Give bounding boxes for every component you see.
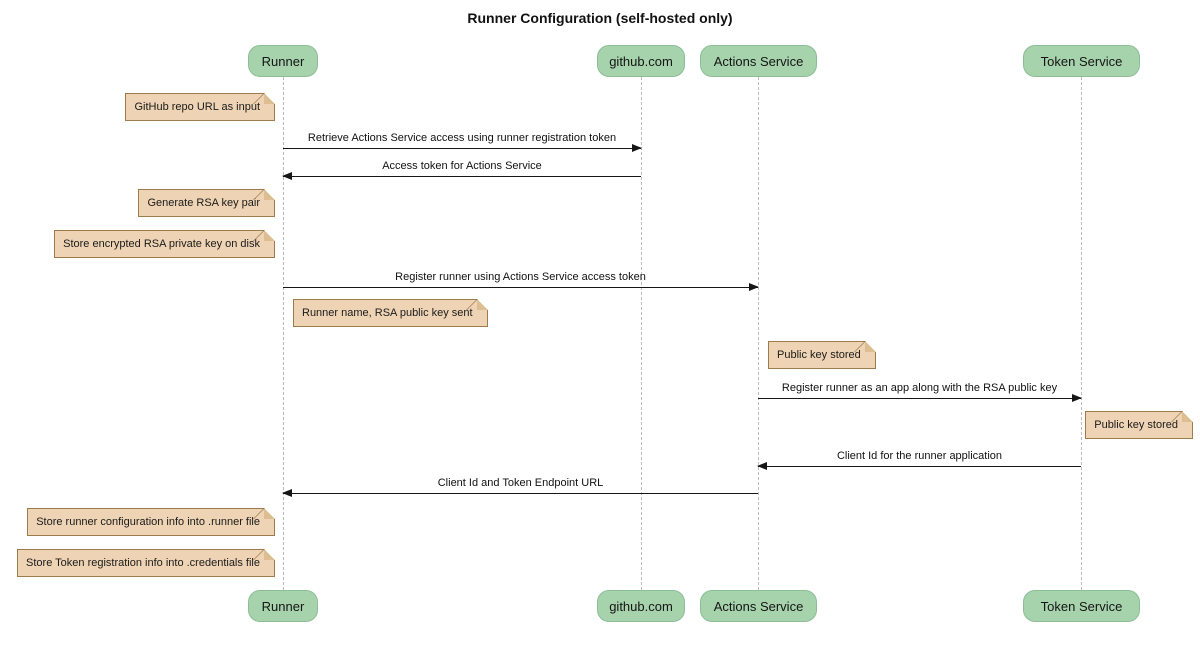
message-access-token: Access token for Actions Service bbox=[282, 159, 641, 180]
message-line bbox=[282, 489, 758, 497]
note-runner-name-public-key: Runner name, RSA public key sent bbox=[293, 299, 488, 327]
note-text: GitHub repo URL as input bbox=[134, 101, 260, 113]
diagram-title: Runner Configuration (self-hosted only) bbox=[467, 10, 733, 26]
note-store-runner-file: Store runner configuration info into .ru… bbox=[27, 508, 275, 536]
note-generate-rsa-key-pair: Generate RSA key pair bbox=[138, 189, 275, 217]
participant-runner-top: Runner bbox=[248, 45, 318, 77]
arrow-left-icon bbox=[282, 172, 292, 180]
participant-github-com-top: github.com bbox=[597, 45, 685, 77]
participant-token-service-top: Token Service bbox=[1023, 45, 1140, 77]
arrow-right-icon bbox=[632, 144, 642, 152]
note-store-credentials-file: Store Token registration info into .cred… bbox=[17, 549, 275, 577]
message-retrieve-actions-access: Retrieve Actions Service access using ru… bbox=[283, 131, 642, 152]
arrow-right-icon bbox=[1072, 394, 1082, 402]
message-line bbox=[282, 172, 641, 180]
lifeline-actions-service bbox=[758, 77, 759, 590]
message-client-id-for-runner: Client Id for the runner application bbox=[757, 449, 1081, 470]
note-text: Public key stored bbox=[777, 349, 861, 361]
note-text: Generate RSA key pair bbox=[147, 197, 260, 209]
note-text: Store encrypted RSA private key on disk bbox=[63, 238, 260, 250]
participant-actions-service-bottom: Actions Service bbox=[700, 590, 817, 622]
note-github-repo-url: GitHub repo URL as input bbox=[125, 93, 275, 121]
participant-actions-service-top: Actions Service bbox=[700, 45, 817, 77]
message-label: Client Id and Token Endpoint URL bbox=[437, 477, 604, 489]
message-line bbox=[283, 283, 759, 291]
note-text: Store runner configuration info into .ru… bbox=[36, 516, 260, 528]
note-text: Runner name, RSA public key sent bbox=[302, 307, 473, 319]
message-line bbox=[758, 394, 1082, 402]
participant-github-com-bottom: github.com bbox=[597, 590, 685, 622]
participant-token-service-bottom: Token Service bbox=[1023, 590, 1140, 622]
arrow-left-icon bbox=[282, 489, 292, 497]
note-public-key-stored-token: Public key stored bbox=[1085, 411, 1193, 439]
message-line bbox=[757, 462, 1081, 470]
lifeline-runner bbox=[283, 77, 284, 590]
lifeline-github-com bbox=[641, 77, 642, 590]
message-client-id-token-endpoint: Client Id and Token Endpoint URL bbox=[282, 476, 758, 497]
note-text: Public key stored bbox=[1094, 419, 1178, 431]
message-register-runner-as-app: Register runner as an app along with the… bbox=[758, 381, 1082, 402]
message-line bbox=[283, 144, 642, 152]
message-label: Client Id for the runner application bbox=[836, 450, 1003, 462]
arrow-left-icon bbox=[757, 462, 767, 470]
note-text: Store Token registration info into .cred… bbox=[26, 557, 260, 569]
lifeline-token-service bbox=[1081, 77, 1082, 590]
message-label: Register runner using Actions Service ac… bbox=[395, 271, 646, 283]
message-label: Access token for Actions Service bbox=[382, 160, 542, 172]
message-register-runner: Register runner using Actions Service ac… bbox=[283, 270, 759, 291]
note-store-private-key: Store encrypted RSA private key on disk bbox=[54, 230, 275, 258]
message-label: Register runner as an app along with the… bbox=[781, 382, 1058, 394]
participant-runner-bottom: Runner bbox=[248, 590, 318, 622]
message-label: Retrieve Actions Service access using ru… bbox=[307, 132, 617, 144]
arrow-right-icon bbox=[749, 283, 759, 291]
note-public-key-stored-actions: Public key stored bbox=[768, 341, 876, 369]
